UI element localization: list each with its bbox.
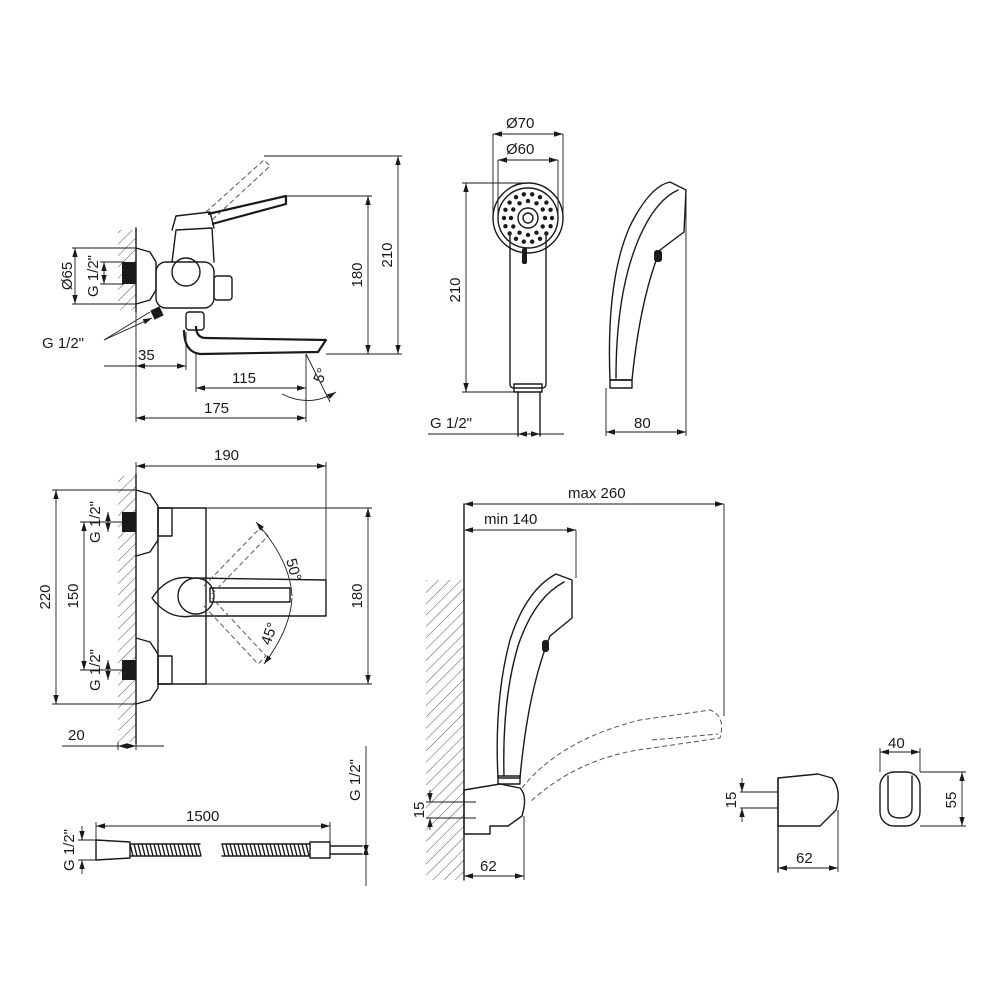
nozzle-dot	[501, 215, 507, 221]
dim-115: 115	[232, 370, 256, 387]
dim-g-front: G 1/2"	[85, 255, 102, 297]
nozzle-dot	[507, 200, 512, 205]
nozzle-dot	[540, 224, 545, 229]
nozzle-dot	[534, 201, 539, 206]
dim-150: 150	[65, 583, 82, 608]
spout	[182, 325, 328, 356]
faucet-body-top	[157, 507, 207, 685]
shower-side-body	[608, 181, 687, 381]
dim-1500: 1500	[186, 808, 219, 825]
nozzle-dot	[534, 230, 539, 235]
shower-hose: 1500 G 1/2" G 1/2"	[61, 746, 369, 886]
nozzle-dot	[508, 215, 514, 221]
lever	[207, 194, 288, 226]
dim-min140: min 140	[484, 511, 537, 528]
dim-d65: Ø65	[59, 262, 76, 290]
nozzle-dot	[503, 207, 508, 212]
dim-210-shower: 210	[447, 277, 464, 302]
nozzle-dot	[503, 224, 508, 229]
hose-coil	[129, 843, 311, 857]
nozzle-dot	[529, 239, 535, 244]
dim-15-holder: 15	[411, 802, 428, 819]
bracket-front: 40 55	[879, 735, 966, 827]
nozzle-dot	[513, 195, 519, 200]
hose-coil-segment	[129, 843, 202, 857]
nozzle-dot	[511, 224, 516, 229]
bracket-side-body	[777, 773, 839, 827]
shower-nozzles	[501, 192, 555, 244]
nozzle-dot	[517, 230, 522, 235]
dim-80: 80	[634, 415, 651, 432]
nozzle-dot	[529, 192, 535, 197]
dim-max260: max 260	[568, 485, 626, 502]
hand-shower-front: Ø70 Ø60 210 G 1/2"	[428, 115, 564, 437]
dim-62-bracket: 62	[796, 850, 813, 867]
faucet-body	[155, 261, 215, 309]
dim-175: 175	[204, 400, 229, 417]
lever-open-position	[205, 159, 271, 221]
shower-holder-assembly: max 260 min 140 15 62	[411, 485, 725, 881]
hose-coil-segment	[221, 843, 311, 857]
nozzle-dot	[525, 198, 531, 204]
shower-in-holder	[496, 573, 573, 779]
nozzle-dot	[521, 192, 527, 197]
dim-55: 55	[943, 792, 960, 809]
dim-g-hose-right: G 1/2"	[347, 759, 364, 801]
faucet-front-view: Ø65 G 1/2" G 1/2" 35 115 175 5° 180 210	[42, 155, 402, 422]
nozzle-dot	[542, 215, 548, 221]
dim-180-front: 180	[349, 262, 366, 287]
dim-15-bracket: 15	[723, 792, 740, 809]
faucet-top-view: 50° 45° 190 220 150 G 1/2" G 1/2" 180 20	[37, 447, 372, 750]
nozzle-dot	[537, 236, 543, 241]
hose-right-nut	[309, 841, 331, 859]
dim-d60: Ø60	[506, 141, 534, 158]
nozzle-dot	[517, 201, 522, 206]
nozzle-dot	[507, 231, 512, 236]
dim-g-hose-left: G 1/2"	[61, 829, 78, 871]
nozzle-dot	[537, 195, 543, 200]
dim-20: 20	[68, 727, 85, 744]
dim-g-lower: G 1/2"	[87, 649, 104, 691]
dim-g-upper: G 1/2"	[87, 501, 104, 543]
hose-left-nut	[95, 839, 131, 861]
lever-top	[151, 576, 327, 618]
wall-holder	[463, 783, 526, 835]
dim-40: 40	[888, 735, 905, 752]
dim-d70: Ø70	[506, 115, 534, 132]
bracket-front-outer	[879, 771, 921, 827]
dim-g-inlet: G 1/2"	[42, 335, 84, 352]
nozzle-dot	[548, 224, 553, 229]
nozzle-dot	[549, 215, 555, 221]
dim-220: 220	[37, 584, 54, 609]
wall-hatch-holder	[426, 580, 464, 880]
hand-shower-side: 80	[605, 181, 687, 436]
nozzle-dot	[521, 239, 527, 244]
dim-62-holder: 62	[480, 858, 497, 875]
nozzle-dot	[511, 207, 516, 212]
dim-50deg: 50°	[282, 557, 304, 583]
bracket-side: 15 62	[723, 773, 839, 873]
nozzle-dot	[513, 236, 519, 241]
nozzle-dot	[544, 231, 549, 236]
nozzle-dot	[544, 200, 549, 205]
nozzle-dot	[525, 232, 531, 238]
eccentric-connector	[122, 262, 136, 284]
dim-g-shower: G 1/2"	[430, 415, 472, 432]
dim-5deg: 5°	[310, 366, 331, 386]
dim-190: 190	[214, 447, 239, 464]
nozzle-dot	[540, 207, 545, 212]
shower-handle	[509, 231, 547, 389]
dim-35: 35	[138, 347, 155, 364]
dim-180-top: 180	[349, 583, 366, 608]
nozzle-dot	[548, 207, 553, 212]
dim-210-front: 210	[379, 242, 396, 267]
dim-45deg: 45°	[258, 620, 282, 647]
